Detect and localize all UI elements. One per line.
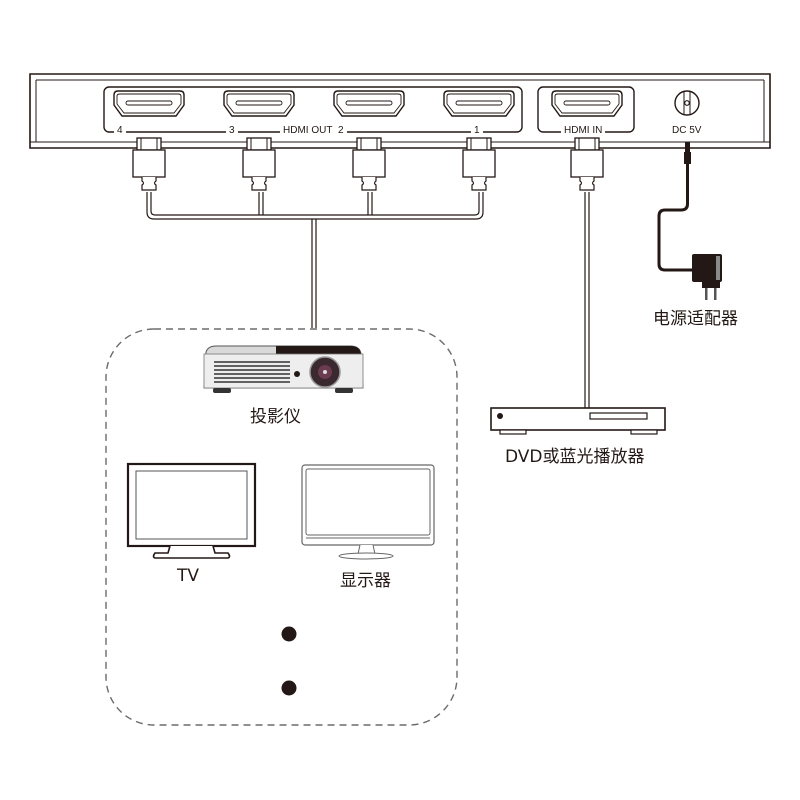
hdmi-out-plug-3 (242, 137, 276, 191)
hdmi-in-plug (570, 137, 604, 191)
monitor-icon (301, 464, 435, 560)
input-cable (584, 192, 590, 408)
more-devices-dot (281, 680, 297, 696)
port-label-1: 1 (471, 125, 483, 136)
hdmi-out-port-2[interactable] (333, 90, 405, 117)
more-devices-dot (281, 626, 297, 642)
hdmi-in-label: HDMI IN (561, 125, 606, 136)
monitor-label: 显示器 (340, 571, 391, 591)
port-label-4: 4 (114, 125, 126, 136)
tv-label: TV (177, 566, 200, 586)
projector-icon (203, 345, 364, 393)
tv-icon (126, 462, 257, 559)
dc-power-jack[interactable] (674, 90, 700, 116)
dc-5v-label: DC 5V (672, 125, 702, 136)
hdmi-out-label: HDMI OUT (280, 125, 336, 136)
power-adapter (657, 142, 722, 300)
display-devices-group (105, 328, 458, 726)
hdmi-out-plug-1 (462, 137, 496, 191)
hdmi-out-plug-4 (132, 137, 166, 191)
hdmi-in-port[interactable] (551, 90, 623, 117)
hdmi-out-port-4[interactable] (113, 90, 185, 117)
port-label-2: 2 (335, 125, 347, 136)
dvd-player-icon (490, 407, 666, 435)
projector-label: 投影仪 (250, 407, 301, 427)
dvd-player-label: DVD或蓝光播放器 (505, 447, 645, 467)
hdmi-out-plug-2 (352, 137, 386, 191)
port-label-3: 3 (226, 125, 238, 136)
output-cable-bundle (146, 192, 484, 328)
hdmi-out-port-1[interactable] (443, 90, 515, 117)
hdmi-out-port-3[interactable] (223, 90, 295, 117)
power-adapter-label: 电源适配器 (653, 309, 738, 329)
